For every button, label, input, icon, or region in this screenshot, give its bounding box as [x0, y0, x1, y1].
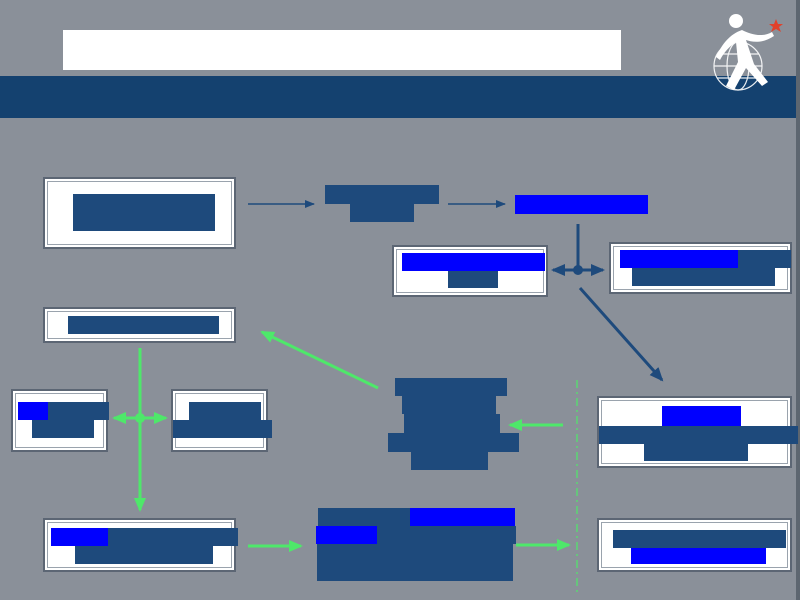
flow-node-g: [11, 389, 109, 452]
slide-edge: [796, 0, 800, 600]
flow-node-j: [597, 396, 798, 468]
flow-node-i-label: [404, 414, 500, 433]
redacted-label: [644, 444, 748, 461]
redacted-label: [599, 426, 798, 444]
flow-node-b-label: [350, 204, 414, 222]
flow-node-l-label: [317, 563, 513, 581]
slide-title-box: [63, 30, 621, 70]
flow-node-a: [43, 177, 236, 249]
header-band: [0, 76, 800, 118]
flow-node-l-label: [317, 544, 513, 563]
redacted-label: [631, 548, 766, 564]
redacted-label: [173, 420, 272, 438]
flow-node-l-label: [318, 508, 410, 526]
flow-node-l-label: [316, 526, 377, 544]
redacted-label: [738, 250, 791, 268]
arrow-junction-to-j: [578, 287, 664, 382]
flow-node-i-label: [402, 396, 496, 414]
flow-node-c-label: [515, 195, 648, 214]
flow-node-e: [609, 242, 792, 294]
redacted-label: [662, 406, 741, 426]
logo-icon: [713, 14, 783, 91]
flow-node-i-label: [388, 433, 519, 452]
redacted-label: [448, 271, 498, 288]
redacted-label: [620, 250, 738, 268]
flow-node-i-label: [411, 452, 488, 470]
redacted-label: [75, 546, 213, 564]
flow-node-d: [392, 245, 548, 297]
redacted-label: [613, 530, 786, 548]
redacted-label: [68, 316, 219, 334]
redacted-label: [402, 253, 545, 271]
redacted-label: [108, 528, 238, 546]
flow-node-l-label: [410, 508, 515, 526]
flow-node-l-label: [377, 526, 516, 544]
redacted-label: [18, 402, 48, 420]
redacted-label: [189, 402, 261, 420]
redacted-label: [73, 194, 215, 231]
flow-node-h: [171, 389, 272, 452]
redacted-label: [48, 402, 109, 420]
flow-node-i-label: [395, 378, 507, 396]
redacted-label: [51, 528, 108, 546]
flow-node-b-label: [325, 185, 439, 204]
flow-node-f: [43, 307, 236, 343]
flow-node-k: [43, 518, 238, 572]
arrow-i-to-f: [260, 330, 379, 390]
redacted-label: [32, 420, 94, 438]
redacted-label: [632, 268, 775, 286]
junction-dot: [573, 265, 583, 275]
flow-node-m: [597, 518, 792, 572]
